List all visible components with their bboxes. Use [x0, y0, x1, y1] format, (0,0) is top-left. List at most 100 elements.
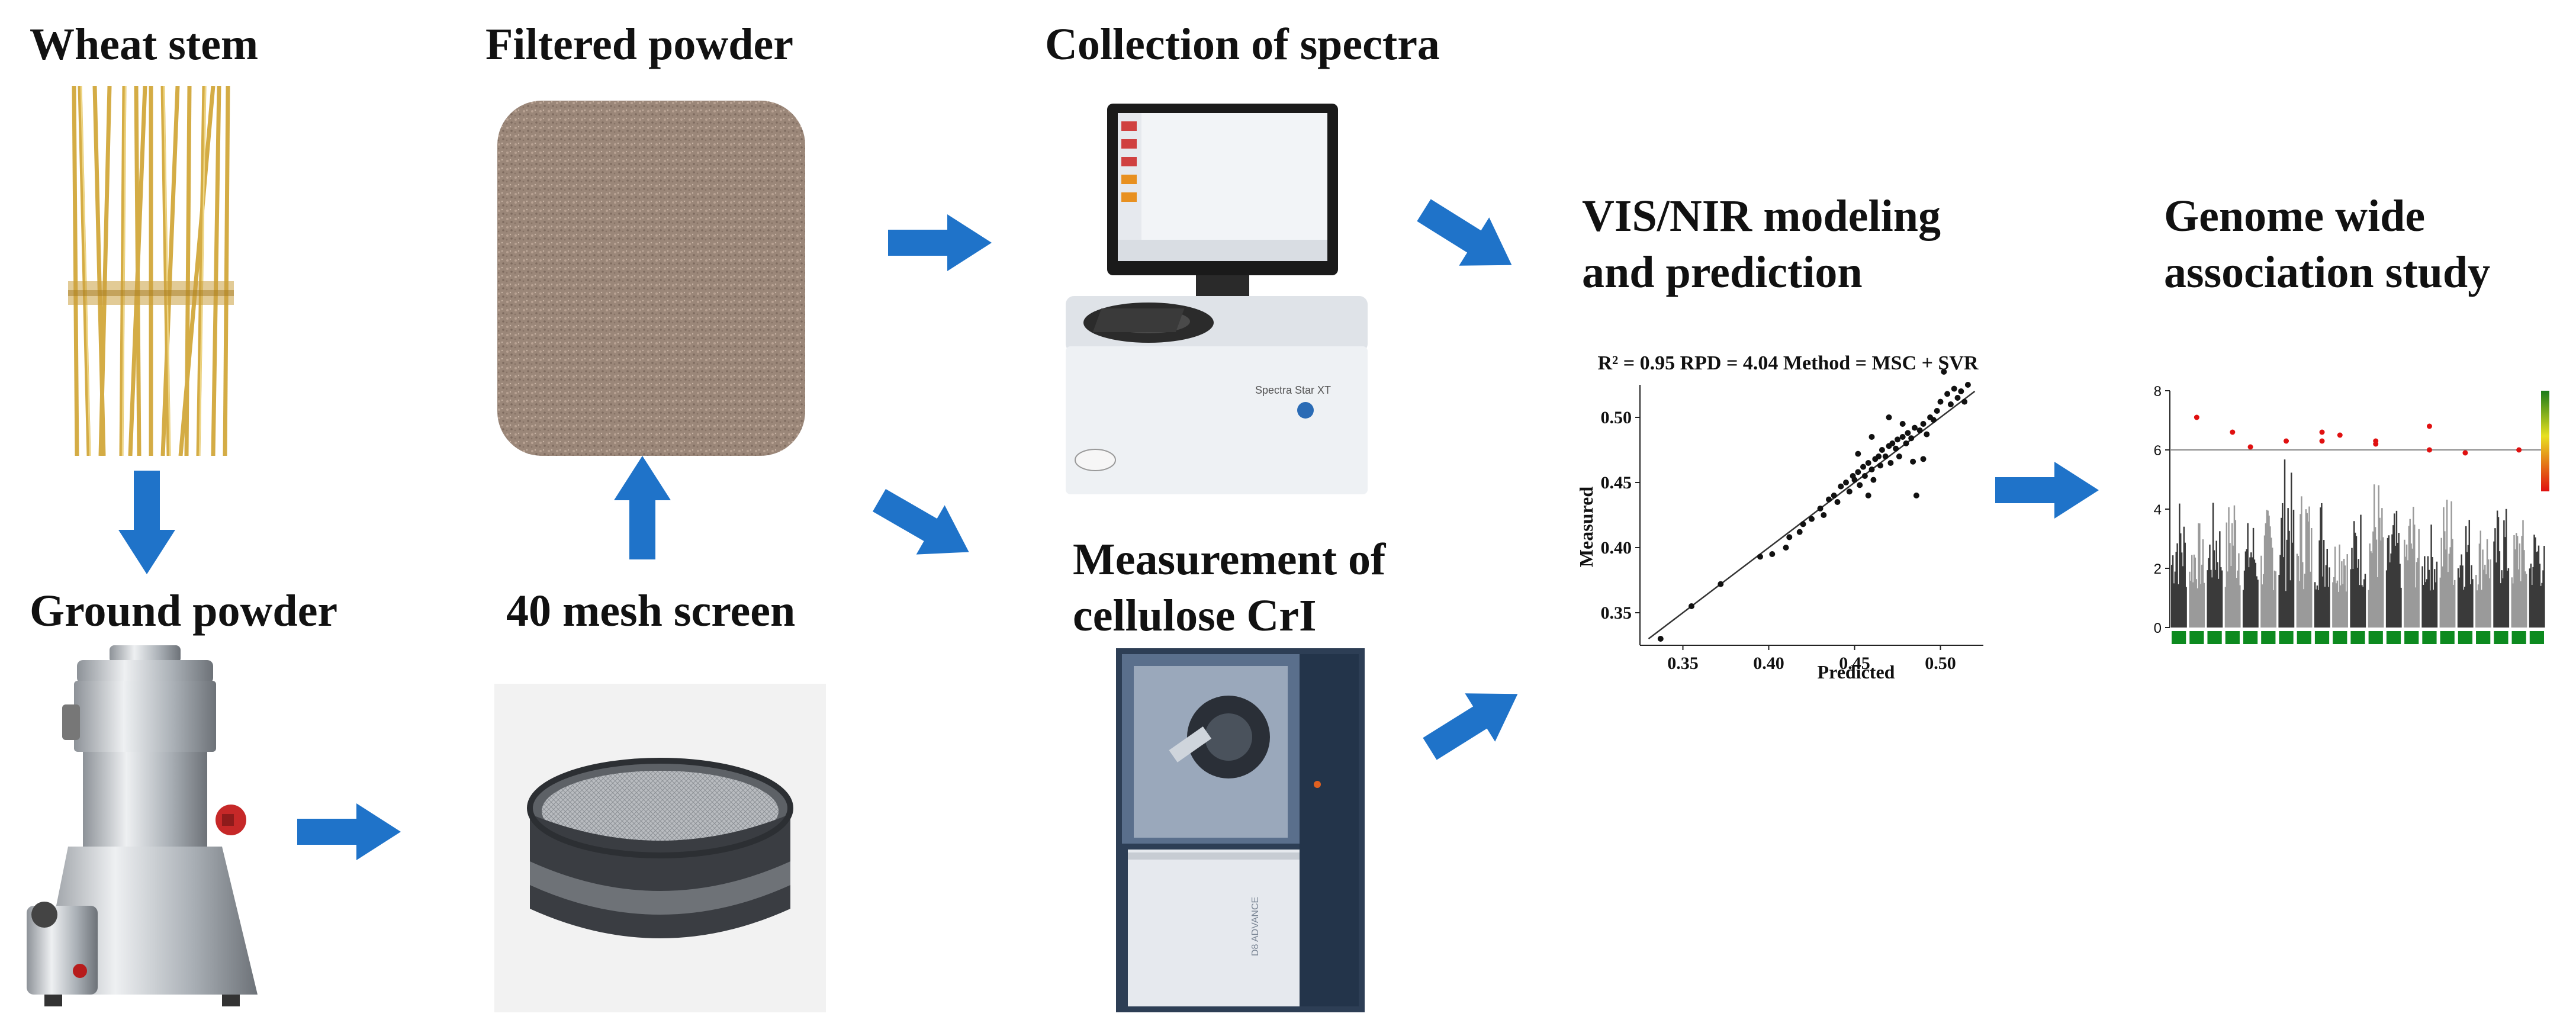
manhattan-snp-column: [2498, 551, 2501, 628]
manhattan-chromosome-block: [2422, 631, 2437, 644]
scatter-point: [1826, 496, 1832, 503]
manhattan-chromosome-block: [2494, 631, 2509, 644]
manhattan-chromosome-block: [2529, 631, 2544, 644]
manhattan-snp-column: [2257, 580, 2259, 628]
manhattan-snp-column: [2475, 575, 2477, 628]
manhattan-snp-column: [2317, 590, 2320, 628]
scatter-point: [1941, 369, 1947, 375]
scatter-point: [1857, 482, 1863, 488]
manhattan-snp-column: [2429, 590, 2431, 628]
manhattan-snp-column: [2195, 579, 2197, 628]
manhattan-chromosome-block: [2189, 631, 2204, 644]
manhattan-y-tick-label: 8: [2154, 384, 2162, 400]
manhattan-snp-column: [2199, 523, 2201, 628]
manhattan-snp-column: [2443, 507, 2445, 628]
manhattan-snp-column: [2435, 582, 2437, 628]
manhattan-snp-column: [2490, 559, 2491, 628]
manhattan-snp-column: [2199, 584, 2202, 628]
manhattan-snp-column: [2517, 569, 2520, 628]
manhattan-snp-column: [2390, 553, 2392, 628]
manhattan-snp-column: [2318, 540, 2320, 628]
label-wheat-stem: Wheat stem: [30, 20, 259, 69]
manhattan-snp-column: [2494, 528, 2496, 628]
manhattan-snp-column: [2244, 551, 2247, 628]
manhattan-snp-column: [2185, 587, 2187, 628]
sieve-image: [494, 684, 826, 1012]
scatter-point: [1920, 456, 1927, 462]
scatter-point: [1958, 388, 1964, 394]
scatter-y-tick-label: 0.45: [1601, 473, 1632, 493]
manhattan-snp-column: [2418, 529, 2420, 628]
manhattan-snp-column: [2208, 558, 2210, 628]
scatter-point: [1769, 551, 1776, 557]
scatter-chart: R² = 0.95 RPD = 4.04 Method = MSC + SVR …: [1569, 349, 1995, 693]
manhattan-snp-column: [2462, 565, 2464, 628]
manhattan-snp-column: [2398, 533, 2400, 628]
manhattan-snp-column: [2453, 580, 2456, 628]
manhattan-chromosome-block: [2297, 631, 2311, 644]
scatter-point: [1689, 603, 1694, 609]
manhattan-snp-column: [2493, 541, 2495, 628]
scatter-ylabel: Measured: [1575, 487, 1597, 567]
manhattan-snp-column: [2385, 570, 2388, 628]
manhattan-snp-column: [2505, 509, 2507, 628]
manhattan-snp-column: [2356, 567, 2359, 628]
manhattan-snp-column: [2465, 526, 2467, 628]
manhattan-snp-column: [2497, 517, 2500, 628]
label-mesh-screen: 40 mesh screen: [506, 586, 796, 636]
manhattan-snp-column: [2182, 566, 2184, 628]
arrow-up-to-modeling: [1414, 670, 1533, 773]
manhattan-snp-column: [2306, 513, 2308, 628]
manhattan-snp-column: [2304, 574, 2306, 628]
manhattan-snp-column: [2458, 577, 2461, 628]
scatter-point: [1910, 458, 1916, 465]
manhattan-snp-column: [2271, 538, 2272, 628]
manhattan-snp-column: [2380, 540, 2382, 628]
scatter-point: [1913, 493, 1919, 498]
manhattan-snp-column: [2369, 543, 2371, 628]
manhattan-snp-column: [2382, 537, 2384, 628]
scatter-point: [1870, 477, 1877, 483]
manhattan-snp-column: [2487, 559, 2490, 628]
manhattan-snp-column: [2439, 577, 2442, 628]
manhattan-snp-column: [2461, 554, 2462, 628]
manhattan-snp-column: [2275, 571, 2277, 628]
manhattan-snp-column: [2219, 531, 2221, 628]
manhattan-snp-column: [2327, 587, 2329, 628]
manhattan-snp-column: [2332, 582, 2334, 628]
manhattan-snp-column: [2214, 570, 2217, 628]
scatter-point: [1843, 480, 1849, 485]
manhattan-snp-column: [2523, 550, 2525, 628]
scatter-point: [1846, 488, 1853, 495]
manhattan-chromosome-block: [2172, 631, 2186, 644]
manhattan-snp-column: [2249, 557, 2251, 628]
scatter-x-tick-label: 0.35: [1667, 654, 1699, 673]
manhattan-snp-column: [2228, 507, 2230, 628]
label-gwas: Genome wide association study: [2164, 188, 2490, 301]
manhattan-snp-column: [2322, 576, 2324, 628]
manhattan-snp-column: [2486, 539, 2488, 628]
manhattan-snp-column: [2468, 520, 2471, 628]
manhattan-snp-column: [2514, 549, 2516, 628]
scatter-point: [1886, 414, 1892, 420]
manhattan-snp-column: [2442, 566, 2443, 628]
manhattan-chromosome-block: [2314, 631, 2330, 644]
manhattan-snp-column: [2503, 520, 2505, 628]
scatter-point: [1657, 636, 1664, 642]
scatter-point: [1964, 382, 1971, 388]
scatter-point: [1876, 453, 1882, 459]
manhattan-snp-column: [2203, 583, 2205, 628]
manhattan-snp-column: [2364, 574, 2366, 628]
manhattan-snp-column: [2391, 534, 2393, 628]
manhattan-snp-column: [2477, 584, 2479, 628]
manhattan-snp-column: [2297, 556, 2300, 628]
scatter-point: [1887, 460, 1894, 466]
manhattan-snp-column: [2291, 542, 2294, 628]
label-gwas-line2: association study: [2164, 247, 2491, 297]
manhattan-snp-column: [2428, 570, 2430, 628]
manhattan-y-tick-label: 0: [2154, 620, 2162, 636]
scatter-point: [1877, 462, 1883, 469]
arrow-down-to-ground: [118, 471, 175, 574]
manhattan-snp-column: [2450, 501, 2452, 628]
manhattan-snp-column: [2506, 570, 2509, 628]
